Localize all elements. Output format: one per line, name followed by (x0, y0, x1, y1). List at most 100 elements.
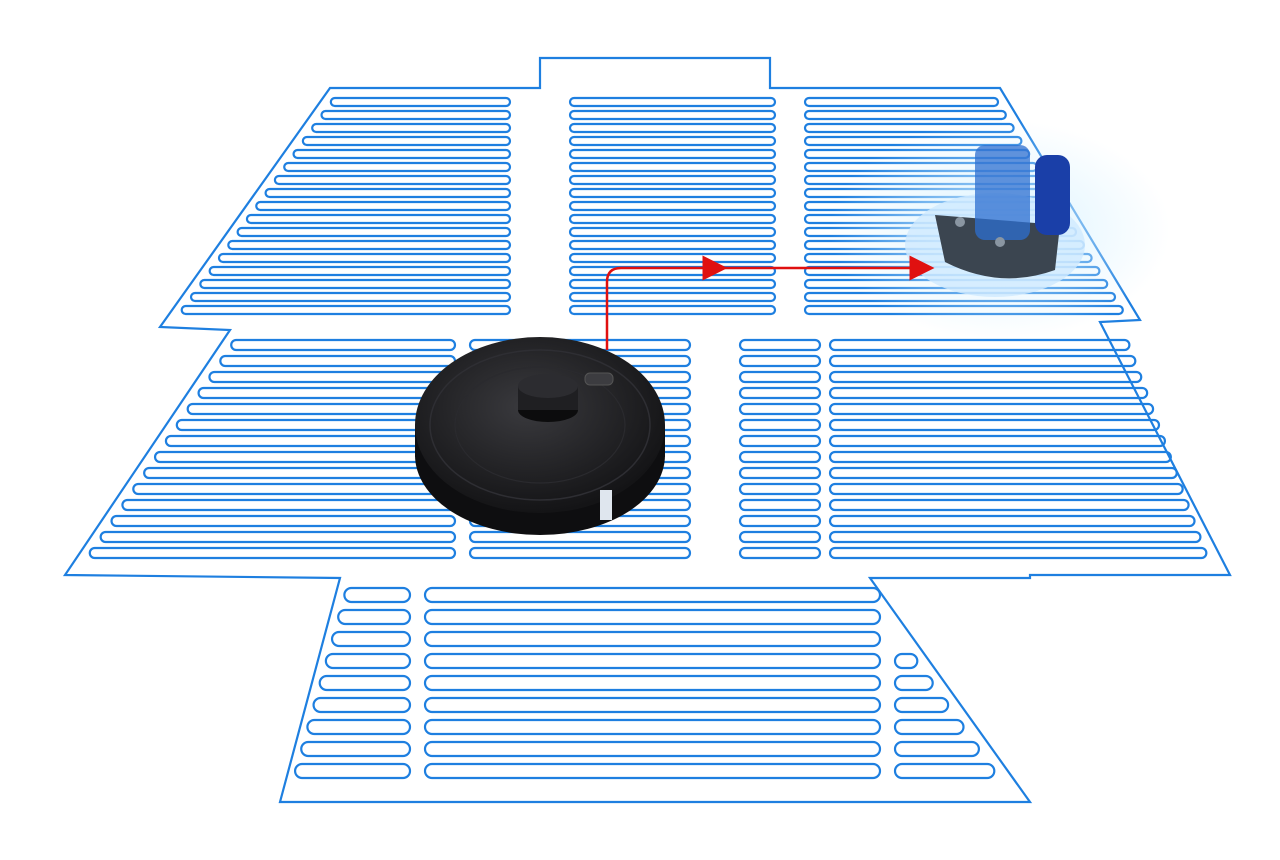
cleaning-path (828, 386, 1149, 400)
cleaning-path (568, 291, 777, 303)
cleaning-path (738, 466, 822, 480)
cleaning-path (828, 466, 1178, 480)
cleaning-path (738, 514, 822, 528)
robot-vacuum-icon (415, 337, 665, 535)
cleaning-path (311, 122, 512, 134)
cleaning-path (153, 450, 457, 464)
cleaning-path (828, 498, 1190, 512)
cleaning-path (568, 174, 777, 186)
cleaning-path (828, 354, 1137, 368)
cleaning-path (828, 402, 1155, 416)
cleaning-path (738, 418, 822, 432)
cleaning-path (828, 418, 1161, 432)
cleaning-path (568, 122, 777, 134)
cleaning-path (423, 674, 882, 692)
cleaning-path (88, 546, 457, 560)
cleaning-path (828, 450, 1172, 464)
cleaning-path (189, 291, 512, 303)
cleaning-path (738, 354, 822, 368)
cleaning-path (828, 546, 1208, 560)
cleaning-path (568, 109, 777, 121)
cleaning-path (180, 304, 512, 316)
cleaning-path (568, 135, 777, 147)
cleaning-path (568, 252, 777, 264)
cleaning-path (568, 304, 777, 316)
cleaning-path (738, 370, 822, 384)
cleaning-path (121, 498, 457, 512)
cleaning-path (423, 740, 882, 758)
cleaning-path (828, 530, 1202, 544)
cleaning-path (423, 652, 882, 670)
cleaning-path (738, 450, 822, 464)
floor-plan-outline (62, 56, 1232, 804)
cleaning-path (568, 278, 777, 290)
cleaning-path (568, 161, 777, 173)
cleaning-path (828, 338, 1131, 352)
cleaning-path (199, 278, 512, 290)
cleaning-path (893, 696, 950, 714)
cleaning-path (283, 161, 512, 173)
cleaning-path (803, 96, 1000, 108)
cleaning-path (893, 740, 981, 758)
cleaning-path (99, 530, 457, 544)
path-arrow-icon (605, 255, 935, 350)
cleaning-path (292, 148, 512, 160)
cleaning-path (738, 498, 822, 512)
cleaning-path (324, 652, 412, 670)
cleaning-path (893, 762, 996, 780)
cleaning-path (738, 482, 822, 496)
cleaning-path (255, 200, 512, 212)
cleaning-path (738, 546, 822, 560)
cleaning-path (175, 418, 457, 432)
cleaning-path (236, 226, 512, 238)
cleaning-path (803, 109, 1007, 121)
cleaning-path (738, 530, 822, 544)
cleaning-path (337, 608, 412, 626)
cleaning-path (329, 96, 512, 108)
charging-dock-icon (905, 145, 1085, 297)
cleaning-path (227, 239, 512, 251)
cleaning-path (738, 402, 822, 416)
cleaning-path (273, 174, 512, 186)
cleaning-path (423, 718, 882, 736)
cleaning-path (568, 226, 777, 238)
cleaning-path (893, 674, 934, 692)
cleaning-path (143, 466, 457, 480)
cleaning-path (110, 514, 457, 528)
cleaning-path (301, 135, 512, 147)
cleaning-path (320, 109, 512, 121)
cleaning-path (423, 630, 882, 648)
cleaning-path (132, 482, 457, 496)
cleaning-path (828, 482, 1184, 496)
cleaning-path (208, 370, 457, 384)
cleaning-path (568, 200, 777, 212)
cleaning-path (568, 148, 777, 160)
cleaning-path (208, 265, 512, 277)
cleaning-path (893, 718, 965, 736)
cleaning-path (828, 514, 1196, 528)
cleaning-path (186, 402, 457, 416)
cleaning-path (828, 434, 1167, 448)
cleaning-path (568, 213, 777, 225)
cleaning-path (230, 338, 457, 352)
cleaning-path (893, 652, 919, 670)
cleaning-path (306, 718, 412, 736)
cleaning-path (828, 370, 1143, 384)
cleaning-path (164, 434, 457, 448)
cleaning-path (423, 696, 882, 714)
cleaning-path (568, 239, 777, 251)
cleaning-path (264, 187, 512, 199)
cleaning-path (568, 96, 777, 108)
cleaning-path (293, 762, 412, 780)
cleaning-path (738, 434, 822, 448)
cleaning-path (738, 338, 822, 352)
cleaning-path (318, 674, 412, 692)
cleaning-path (423, 608, 882, 626)
cleaning-path (343, 586, 412, 604)
cleaning-path (197, 386, 457, 400)
cleaning-path (219, 354, 457, 368)
cleaning-path (468, 530, 692, 544)
cleaning-path (468, 546, 692, 560)
cleaning-path (330, 630, 412, 648)
